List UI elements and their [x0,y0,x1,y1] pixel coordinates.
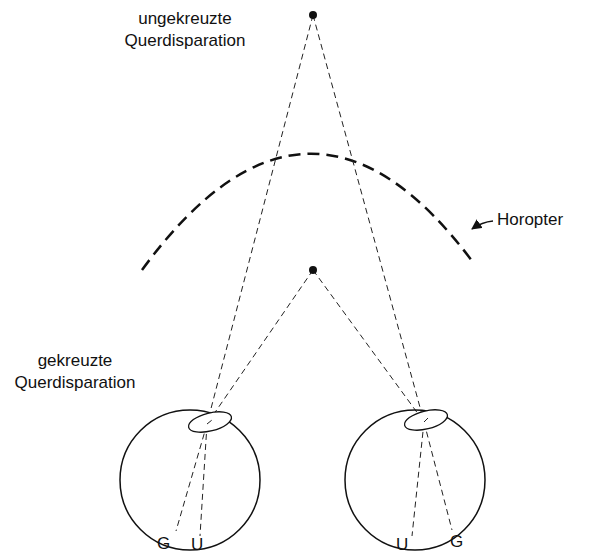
horopter-leader [472,221,493,229]
sight-lines [176,15,452,536]
horopter-arc [142,154,475,270]
retina-point-label: G [157,533,170,555]
right-eye [345,410,485,550]
far-point [309,11,317,19]
horopter-label: Horopter [497,209,563,231]
retina-point-label: U [396,534,408,556]
retina-point-label: U [191,534,203,556]
left-eye [120,410,260,550]
near-point [309,266,317,274]
disparity-label: ungekreuzte Querdisparation [110,8,260,52]
disparity-label: gekreuzte Querdisparation [4,350,146,394]
retina-point-label: G [450,531,463,553]
left-lens [186,408,233,436]
right-lens [402,406,449,434]
